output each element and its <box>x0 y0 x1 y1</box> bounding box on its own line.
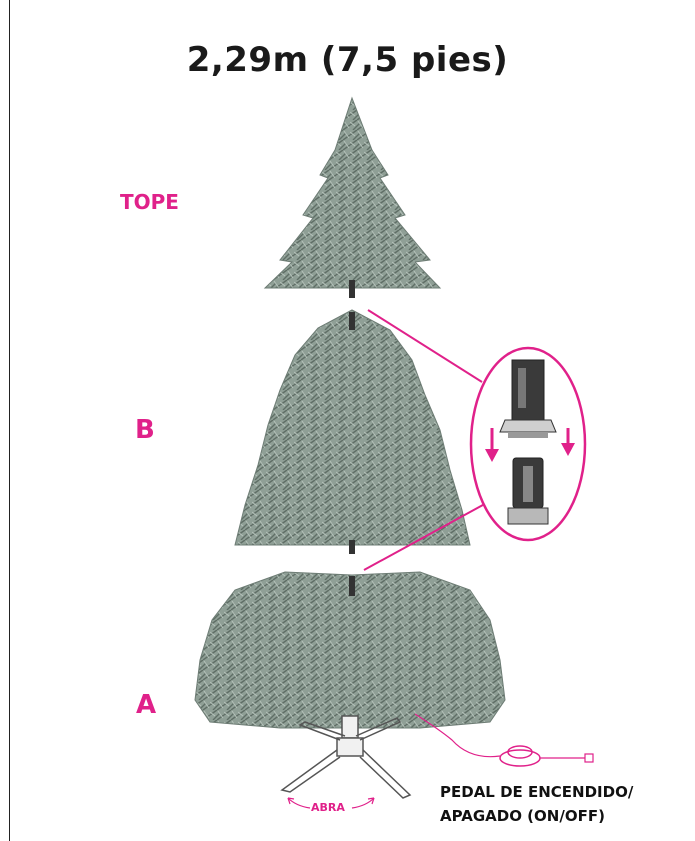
section-label-tope: TOPE <box>120 190 179 214</box>
pedal-label-line1: PEDAL DE ENCENDIDO/ <box>440 780 633 804</box>
abra-label: ABRA <box>311 801 345 814</box>
pedal-label-line2: APAGADO (ON/OFF) <box>440 804 633 828</box>
tree-section-a <box>195 572 505 728</box>
tree-section-tope <box>265 98 440 298</box>
connector-detail-circle <box>471 348 585 540</box>
section-label-b: B <box>135 415 155 445</box>
tree-section-b <box>235 310 470 554</box>
pedal-label: PEDAL DE ENCENDIDO/ APAGADO (ON/OFF) <box>440 780 633 828</box>
section-label-a: A <box>136 690 156 720</box>
